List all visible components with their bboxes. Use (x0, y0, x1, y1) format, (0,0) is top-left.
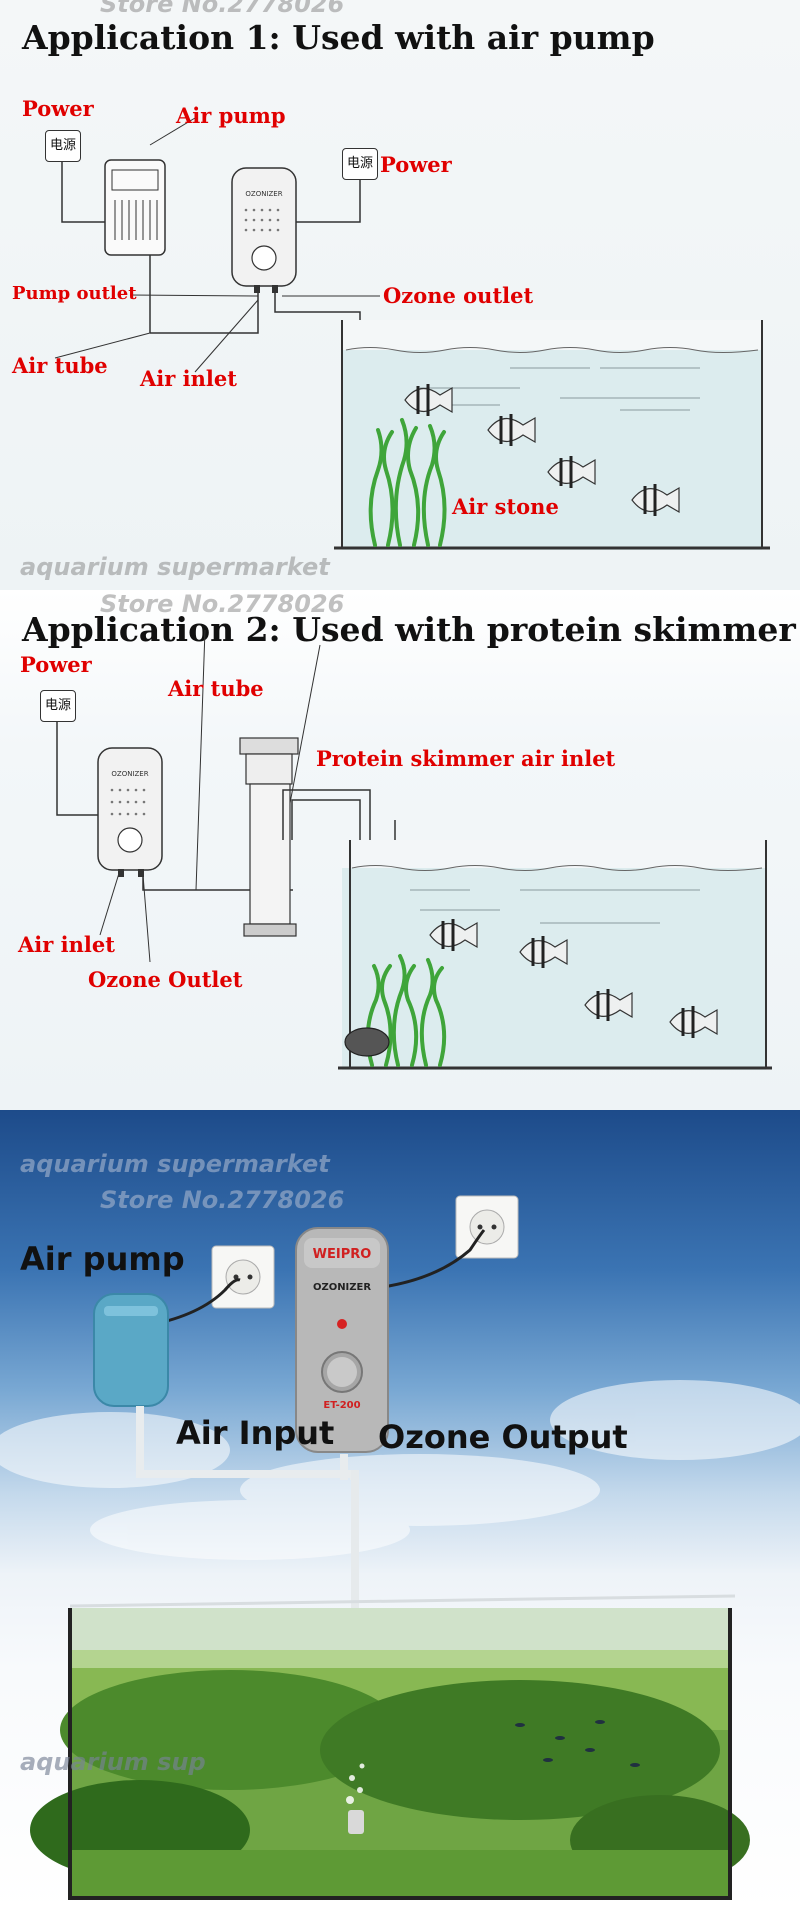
photo-scene: WEIPRO OZONIZER ET-200 (0, 1195, 800, 1900)
application-1-panel: Store No.2778026 Application 1: Used wit… (0, 0, 800, 590)
diagram-2-drawing: OZONIZER (56, 629, 772, 1070)
label-power-left: Power (22, 96, 94, 121)
aquarium-supermarket-watermark: aquarium supermarket (20, 1150, 330, 1178)
label-air-pump: Air pump (20, 1240, 185, 1278)
label-air-inlet: Air inlet (140, 366, 237, 391)
label-power-right: Power (380, 152, 452, 177)
aquarium-supermarket-watermark: aquarium sup (20, 1748, 206, 1776)
power-socket-icon: 电源 (40, 690, 76, 722)
label-air-tube: Air tube (168, 676, 264, 701)
label-air-inlet: Air inlet (18, 932, 115, 957)
label-ozone-outlet: Ozone outlet (383, 283, 534, 308)
device-name: OZONIZER (313, 1282, 371, 1293)
label-air-tube: Air tube (12, 353, 108, 378)
ozonizer-small-text: OZONIZER (111, 770, 148, 778)
device-model: ET-200 (323, 1400, 360, 1411)
ozonizer-small-text: OZONIZER (245, 190, 282, 198)
label-ozone-outlet: Ozone Outlet (88, 967, 243, 992)
store-watermark: Store No.2778026 (100, 0, 345, 18)
store-watermark: Store No.2778026 (100, 590, 345, 618)
power-socket-icon: 电源 (45, 130, 81, 162)
diagram-1-drawing: OZONIZER (54, 117, 770, 550)
power-socket-icon: 电源 (342, 148, 378, 180)
label-air-input: Air Input (176, 1414, 335, 1452)
section-1-title: Application 1: Used with air pump (22, 18, 655, 57)
section-2-title: Application 2: Used with protein skimmer (22, 610, 796, 649)
aquarium-supermarket-watermark: aquarium supermarket (20, 553, 330, 581)
label-protein-skimmer-inlet: Protein skimmer air inlet (316, 746, 616, 771)
label-ozone-output: Ozone Output (378, 1418, 628, 1456)
label-power: Power (20, 652, 92, 677)
label-air-pump: Air pump (176, 103, 286, 128)
device-brand: WEIPRO (313, 1247, 372, 1262)
store-watermark: Store No.2778026 (100, 1186, 345, 1214)
label-pump-outlet: Pump outlet (12, 283, 137, 304)
label-air-stone: Air stone (452, 494, 559, 519)
application-2-panel: Store No.2778026 Application 2: Used wit… (0, 590, 800, 1110)
application-3-photo-panel: WEIPRO OZONIZER ET-200 aquarium supermar… (0, 1110, 800, 1911)
